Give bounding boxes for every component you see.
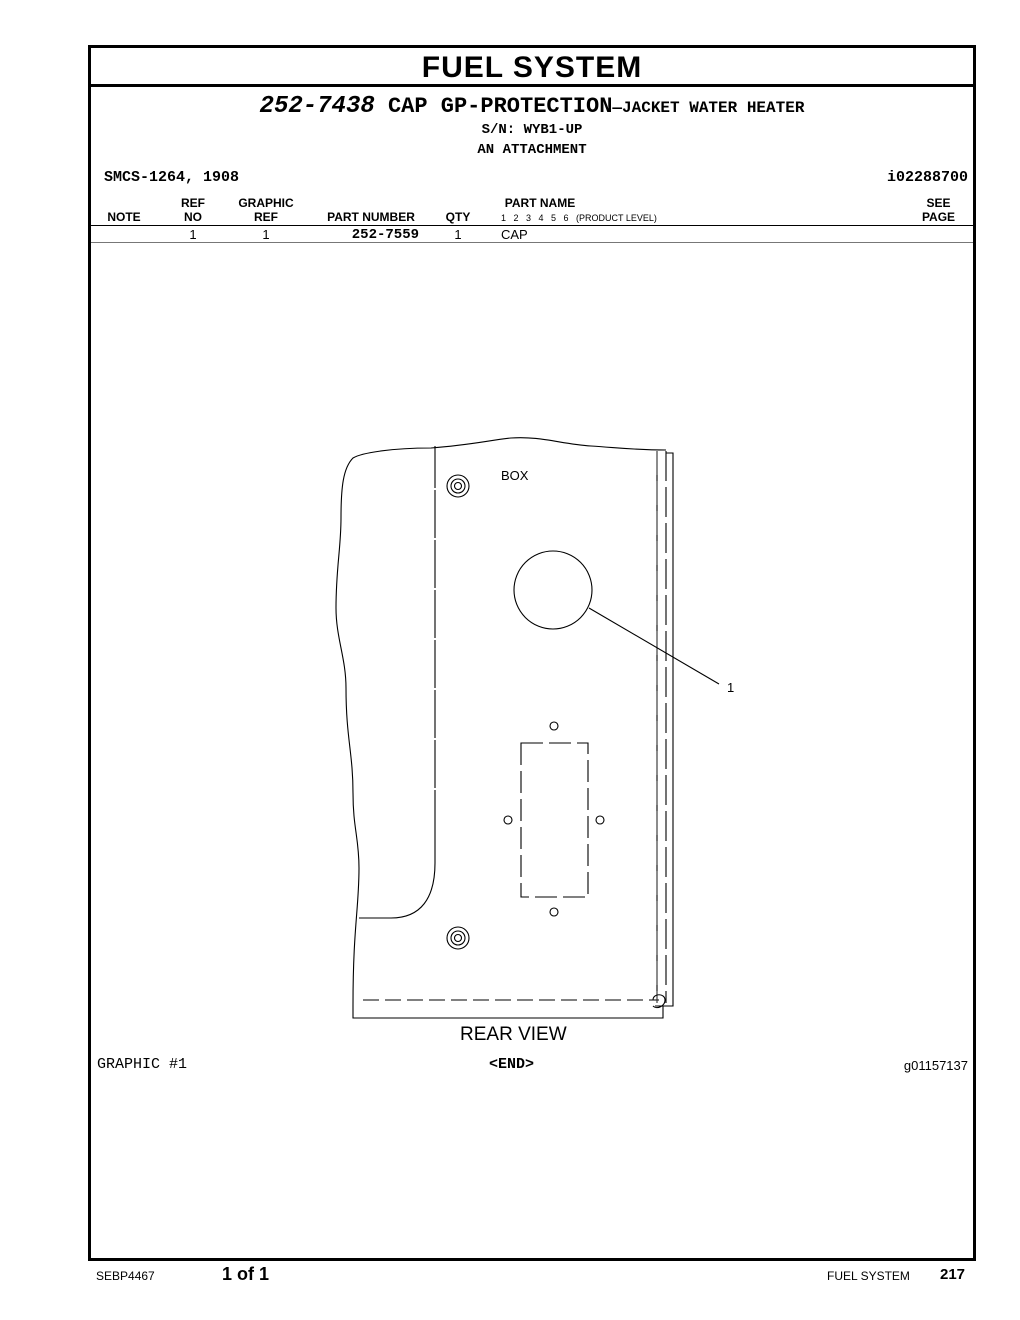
- row-rule: [91, 242, 973, 243]
- col-see-page-line1: SEE: [926, 196, 951, 210]
- header-rule: [91, 225, 973, 226]
- col-see-page-line2: PAGE: [921, 210, 956, 224]
- rear-view-illustration: BOX 1: [335, 437, 734, 1019]
- row-qty: 1: [454, 227, 462, 242]
- smcs-codes: SMCS-1264, 1908: [104, 169, 240, 186]
- attachment-label: AN ATTACHMENT: [477, 142, 587, 158]
- graphic-caption: GRAPHIC #1: [97, 1056, 188, 1073]
- graphic-id: g01157137: [903, 1058, 968, 1073]
- page-number: 217: [940, 1266, 966, 1283]
- page-of: 1 of 1: [222, 1264, 270, 1284]
- row-part-name: CAP: [501, 227, 528, 242]
- col-product-levels: 1 2 3 4 5 6 (PRODUCT LEVEL): [501, 213, 657, 223]
- col-part-number: PART NUMBER: [327, 210, 415, 224]
- col-part-name: PART NAME: [504, 196, 576, 210]
- row-graphic-ref: 1: [262, 227, 270, 242]
- end-marker: <END>: [489, 1056, 535, 1073]
- section-title-band: FUEL SYSTEM: [91, 48, 973, 87]
- group-part-number: 252-7438: [259, 93, 375, 120]
- section-title: FUEL SYSTEM: [421, 51, 643, 84]
- col-ref-no-line2: NO: [184, 210, 202, 224]
- group-heading: 252-7438 CAP GP-PROTECTION—JACKET WATER …: [91, 94, 973, 121]
- col-ref-no-line1: REF: [181, 196, 205, 210]
- col-graphic-ref-line2: REF: [254, 210, 278, 224]
- doc-number: SEBP4467: [96, 1269, 155, 1283]
- row-part-number: 252-7559: [351, 227, 419, 243]
- box-label: BOX: [501, 468, 529, 483]
- page-frame: FUEL SYSTEM 252-7438 CAP GP-PROTECTION—J…: [88, 45, 976, 1261]
- footer-section: FUEL SYSTEM: [827, 1269, 910, 1283]
- view-label: REAR VIEW: [460, 1024, 567, 1045]
- col-qty: QTY: [445, 210, 471, 224]
- row-ref-no: 1: [189, 227, 197, 242]
- col-note: NOTE: [107, 210, 141, 224]
- group-name-suffix: —JACKET WATER HEATER: [612, 99, 805, 117]
- col-graphic-ref-line1: GRAPHIC: [238, 196, 294, 210]
- serial-number: S/N: WYB1-UP: [481, 122, 583, 138]
- callout-1: 1: [727, 680, 734, 695]
- group-name: CAP GP-PROTECTION: [387, 94, 613, 119]
- illustration-id: i02288700: [886, 169, 968, 186]
